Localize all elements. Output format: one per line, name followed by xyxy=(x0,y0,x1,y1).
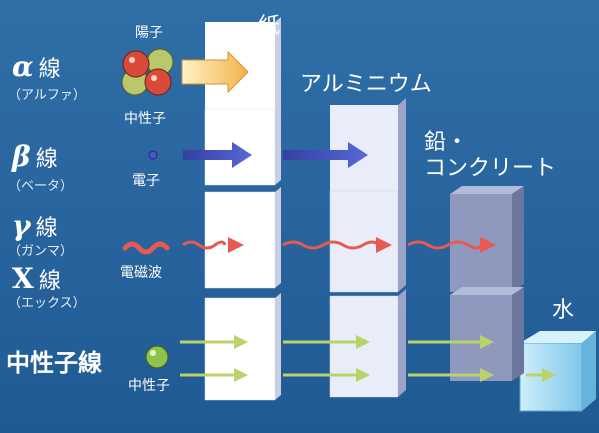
neutron-arrows xyxy=(180,340,544,377)
gamma-ray-title: γ 線 xyxy=(12,209,58,242)
beta-ray-title: β 線 xyxy=(12,140,58,173)
lead-label-line1: 鉛・ xyxy=(424,130,469,155)
gamma-symbol: γ xyxy=(12,209,31,242)
neutron-highlight xyxy=(150,350,156,356)
alpha-neutron-label: 中性子 xyxy=(124,111,166,127)
beta-word: 線 xyxy=(35,147,58,172)
gamma-arrows xyxy=(182,240,484,250)
alpha-word: 線 xyxy=(38,57,61,82)
beta-arrows xyxy=(183,142,368,168)
aluminum-label: アルミニウム xyxy=(300,72,432,97)
water-block xyxy=(519,331,596,412)
neutron-ball-icon xyxy=(145,345,169,369)
alpha-particle xyxy=(121,48,174,96)
alpha-symbol: α xyxy=(12,50,34,83)
lead-concrete-block xyxy=(450,186,524,381)
paper-label: 紙 xyxy=(258,14,281,39)
neutron-ray-title: 中性子線 xyxy=(6,349,102,377)
gamma-word: 線 xyxy=(35,216,58,241)
x-symbol: X xyxy=(12,262,34,295)
alpha-reading: （アルファ） xyxy=(8,88,86,103)
aluminum-sheets xyxy=(329,98,406,398)
proton-label: 陽子 xyxy=(135,25,163,41)
gamma-reading: （ガンマ） xyxy=(8,244,74,259)
xray-title: X 線 xyxy=(12,262,61,295)
alpha-ray-title: α 線 xyxy=(12,50,61,83)
em-wave-label: 電磁波 xyxy=(120,265,162,281)
alpha-arrow xyxy=(181,50,249,94)
beta-reading: （ベータ） xyxy=(8,179,74,194)
neutron-arrowheads xyxy=(234,335,556,382)
electron-icon xyxy=(148,150,158,160)
lead-label-line2: コンクリート xyxy=(424,156,557,181)
neutron-label: 中性子 xyxy=(128,378,170,394)
gamma-arrowheads xyxy=(228,237,496,253)
xray-reading: （エックス） xyxy=(8,296,86,311)
electron-label: 電子 xyxy=(132,173,160,189)
em-wave-icon xyxy=(122,241,170,255)
water-label: 水 xyxy=(552,298,575,323)
beta-symbol: β xyxy=(12,140,31,173)
x-word: 線 xyxy=(38,269,61,294)
